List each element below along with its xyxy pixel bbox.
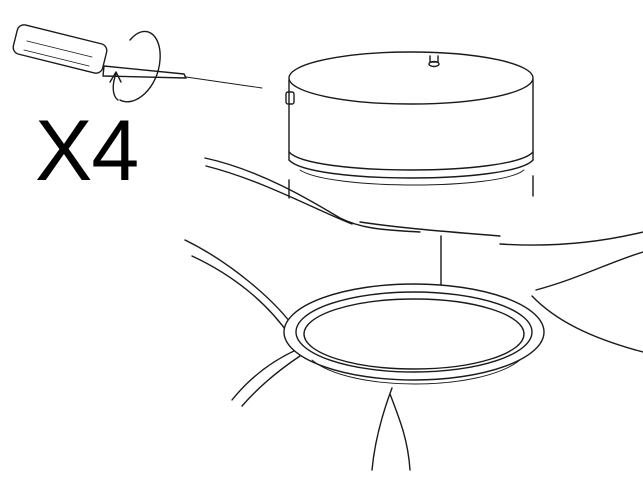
fan-blades [184, 157, 643, 471]
fan-canopy [285, 51, 534, 186]
quantity-label: X4 [35, 103, 139, 199]
fan-motor-body [288, 175, 534, 293]
screwdriver-icon [12, 24, 263, 89]
fan-light-kit [283, 283, 545, 385]
rotate-arrow-icon [109, 30, 161, 103]
